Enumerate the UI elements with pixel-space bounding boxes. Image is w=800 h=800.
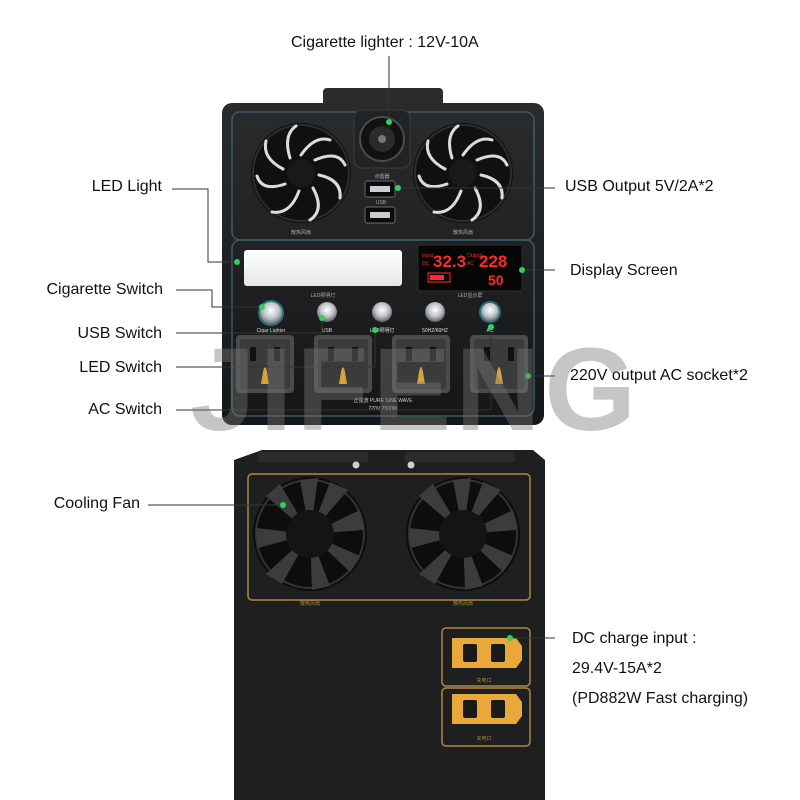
switch-label-cigar: Cigar Lighter bbox=[257, 328, 286, 334]
led-light-panel bbox=[244, 250, 402, 286]
front-fan-right-caption: 散热风扇 bbox=[453, 229, 473, 236]
front-unit bbox=[222, 88, 544, 425]
label-cooling-fan: Cooling Fan bbox=[53, 495, 140, 512]
callout-lines bbox=[148, 56, 555, 639]
label-led-switch: LED Switch bbox=[79, 359, 162, 376]
rear-fan-right-caption: 散热风扇 bbox=[453, 600, 473, 607]
display-ac-label: AC bbox=[467, 261, 474, 267]
display-dc-label: DC bbox=[422, 261, 430, 267]
display-freq-value: 50 bbox=[488, 272, 504, 288]
usb-ports bbox=[364, 180, 396, 224]
front-fan-left bbox=[251, 123, 351, 223]
display-input-label: Input bbox=[422, 253, 434, 259]
label-display-screen: Display Screen bbox=[570, 262, 678, 279]
dc-charge-port-2 bbox=[441, 687, 531, 747]
label-usb-output: USB Output 5V/2A*2 bbox=[565, 178, 714, 195]
label-usb-switch: USB Switch bbox=[77, 325, 162, 342]
switch-label-usb: USB bbox=[322, 328, 333, 334]
label-dc-charge-note: (PD882W Fast charging) bbox=[572, 690, 749, 707]
label-dc-charge-title: DC charge input : bbox=[572, 630, 697, 647]
usb-caption: USB bbox=[376, 200, 387, 206]
rear-fan-frame bbox=[247, 473, 531, 601]
display-output-value: 228 bbox=[479, 252, 507, 271]
display-battery-icon bbox=[427, 272, 451, 283]
label-ac-socket: 220V output AC socket*2 bbox=[570, 367, 748, 384]
switch-label-freq: 50HZ/60HZ bbox=[422, 328, 448, 334]
display-input-value: 32.3 bbox=[433, 252, 466, 271]
led-caption: LED照明灯 bbox=[311, 292, 336, 299]
watermark: JIFENG bbox=[190, 324, 641, 456]
front-fan-left-caption: 散热风扇 bbox=[291, 229, 311, 236]
ac-sockets bbox=[236, 335, 528, 393]
usb-top-caption: 点烟器 bbox=[374, 173, 389, 180]
rear-unit bbox=[234, 450, 545, 800]
switch-label-led: LED照明灯 bbox=[370, 327, 395, 334]
rear-fan-left bbox=[253, 477, 367, 591]
rear-fan-left-caption: 散热风扇 bbox=[300, 600, 320, 607]
charge-port-2-caption: 充电口 bbox=[476, 735, 491, 742]
callout-dots bbox=[234, 119, 531, 641]
charge-port-1-caption: 充电口 bbox=[476, 677, 491, 684]
label-dc-charge-spec: 29.4V-15A*2 bbox=[572, 660, 662, 677]
switch-label-ac: AC bbox=[487, 328, 494, 334]
rear-fan-right bbox=[406, 477, 520, 591]
display-caption: LED显示屏 bbox=[458, 293, 483, 299]
label-cigarette-lighter: Cigarette lighter : 12V-10A bbox=[291, 34, 479, 51]
display-output-label: Output bbox=[467, 253, 483, 259]
label-cigarette-switch: Cigarette Switch bbox=[46, 281, 164, 298]
inverter-spec-line1: 正弦波 PURE SINE WAVE bbox=[354, 397, 414, 404]
label-led-light: LED Light bbox=[91, 178, 162, 195]
front-fan-right bbox=[413, 123, 513, 223]
label-ac-switch: AC Switch bbox=[88, 401, 162, 418]
dc-charge-port-1 bbox=[441, 627, 531, 687]
cigarette-lighter-socket bbox=[353, 109, 411, 169]
inverter-spec-line2: 220V 2500W bbox=[369, 406, 398, 412]
